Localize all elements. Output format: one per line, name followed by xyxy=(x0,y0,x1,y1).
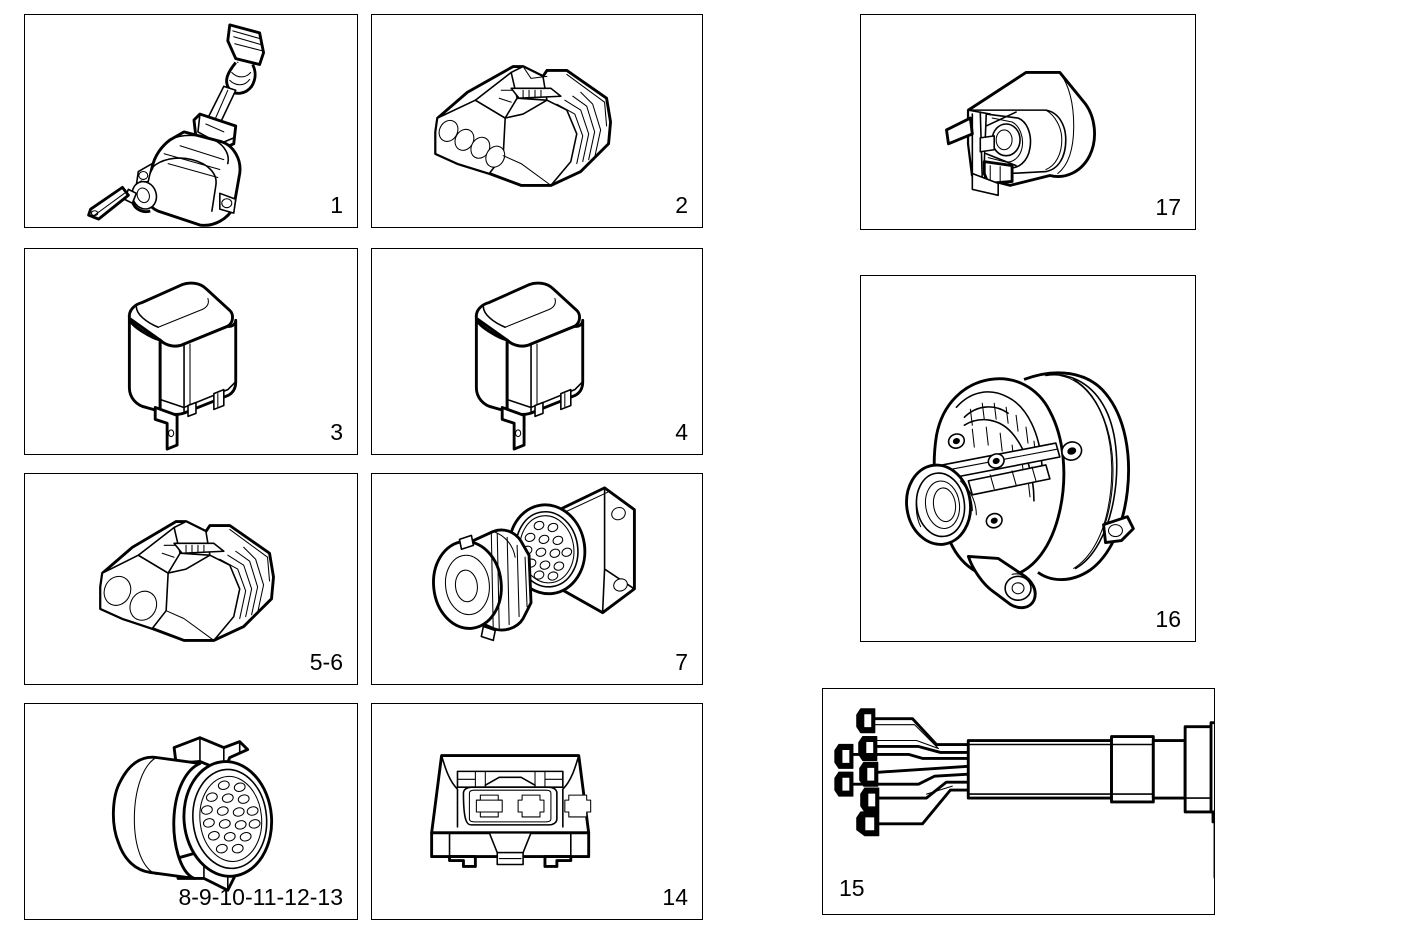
panel-15: 15 xyxy=(822,688,1215,915)
panel-1: 1 xyxy=(24,14,358,228)
panel-label: 16 xyxy=(1155,606,1181,632)
two-way-connector-drawing xyxy=(25,474,357,684)
three-way-connector-front-view-drawing xyxy=(372,704,702,919)
panel-3: 3 xyxy=(24,248,358,455)
idle-speed-control-actuator-drawing xyxy=(25,15,357,227)
panel-label: 1 xyxy=(330,192,343,218)
panel-8-13: 8-9-10-11-12-13 xyxy=(24,703,358,920)
wiring-harness-drawing xyxy=(823,689,1214,914)
round-multipin-bulkhead-connector-drawing xyxy=(25,704,357,919)
panel-17: 17 xyxy=(860,14,1196,230)
relay-cube-drawing xyxy=(372,249,702,454)
five-way-connector-drawing xyxy=(372,15,702,227)
panel-label: 8-9-10-11-12-13 xyxy=(178,884,343,910)
panel-label: 4 xyxy=(675,419,688,445)
panel-label: 7 xyxy=(675,649,688,675)
panel-5-6: 5-6 xyxy=(24,473,358,685)
relay-cube-drawing xyxy=(25,249,357,454)
panel-label: 2 xyxy=(675,192,688,218)
cap-and-flanged-socket-drawing xyxy=(372,474,702,684)
panel-label: 17 xyxy=(1155,194,1181,220)
panel-2: 2 xyxy=(371,14,703,228)
panel-label: 14 xyxy=(662,884,688,910)
panel-16: 16 xyxy=(860,275,1196,642)
panel-label: 5-6 xyxy=(309,649,343,675)
panel-4: 4 xyxy=(371,248,703,455)
connector-cover-housing-drawing xyxy=(861,15,1195,229)
panel-label: 15 xyxy=(839,875,865,901)
panel-label: 3 xyxy=(330,419,343,445)
panel-14: 14 xyxy=(371,703,703,920)
alternator-drawing xyxy=(861,276,1195,641)
panel-7: 7 xyxy=(371,473,703,685)
